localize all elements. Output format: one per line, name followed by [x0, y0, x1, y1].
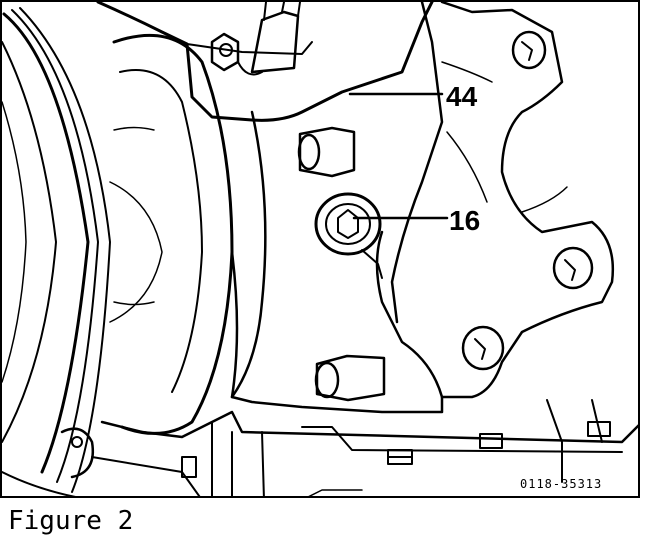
figure-caption: Figure 2 — [8, 506, 134, 536]
drawing-code: 0118-35313 — [520, 477, 602, 491]
engine-housing-illustration: 44 16 0118-35313 — [2, 2, 638, 496]
callout-16: 16 — [449, 205, 480, 236]
bolt-icon — [461, 30, 594, 371]
pulley-illustration — [2, 7, 234, 493]
callout-44: 44 — [446, 81, 478, 112]
figure-frame: 44 16 0118-35313 — [0, 0, 640, 498]
